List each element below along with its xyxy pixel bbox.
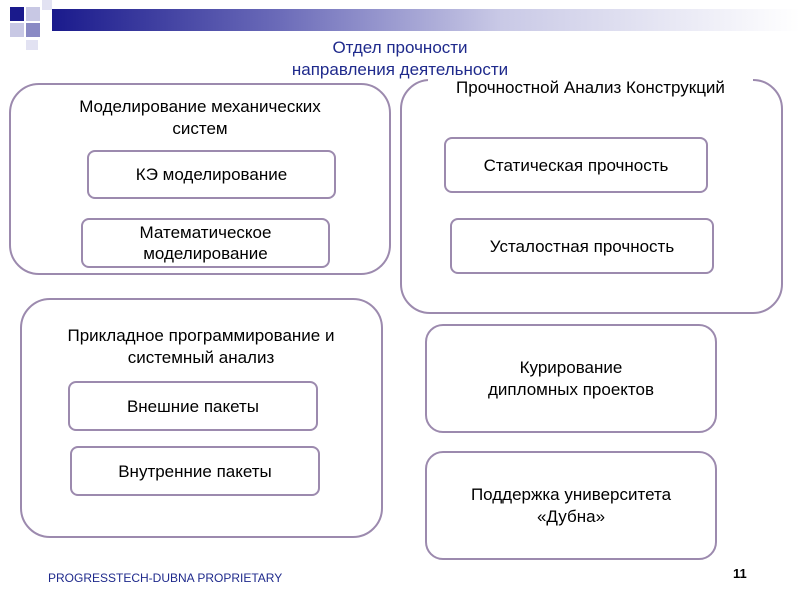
- footer-proprietary: PROGRESSTECH-DUBNA PROPRIETARY: [48, 571, 283, 585]
- decor-square: [26, 7, 40, 21]
- group-programming-label: Прикладное программирование и системный …: [36, 325, 366, 369]
- decor-square: [26, 40, 38, 50]
- decor-square: [42, 0, 52, 10]
- page-title: Отдел прочности направления деятельности: [0, 37, 800, 81]
- group-modeling-label: Моделирование механических систем: [55, 96, 345, 140]
- group-strength-label: Прочностной Анализ Конструкций: [428, 77, 753, 99]
- decor-square: [10, 23, 24, 37]
- page-number: 11: [733, 566, 747, 581]
- university-support-card: Поддержка университета «Дубна»: [425, 451, 717, 560]
- decor-square: [26, 23, 40, 37]
- fe-modeling-box: КЭ моделирование: [87, 150, 336, 199]
- title-line-2: направления деятельности: [291, 60, 509, 79]
- diploma-projects-card: Курирование дипломных проектов: [425, 324, 717, 433]
- math-modeling-box: Математическое моделирование: [81, 218, 330, 268]
- static-strength-box: Статическая прочность: [444, 137, 708, 193]
- group-strength: [400, 79, 783, 314]
- header-gradient-bar: [52, 9, 800, 31]
- fatigue-strength-box: Усталостная прочность: [450, 218, 714, 274]
- external-packages-box: Внешние пакеты: [68, 381, 318, 431]
- internal-packages-box: Внутренние пакеты: [70, 446, 320, 496]
- title-line-1: Отдел прочности: [332, 38, 468, 57]
- decor-square: [10, 7, 24, 21]
